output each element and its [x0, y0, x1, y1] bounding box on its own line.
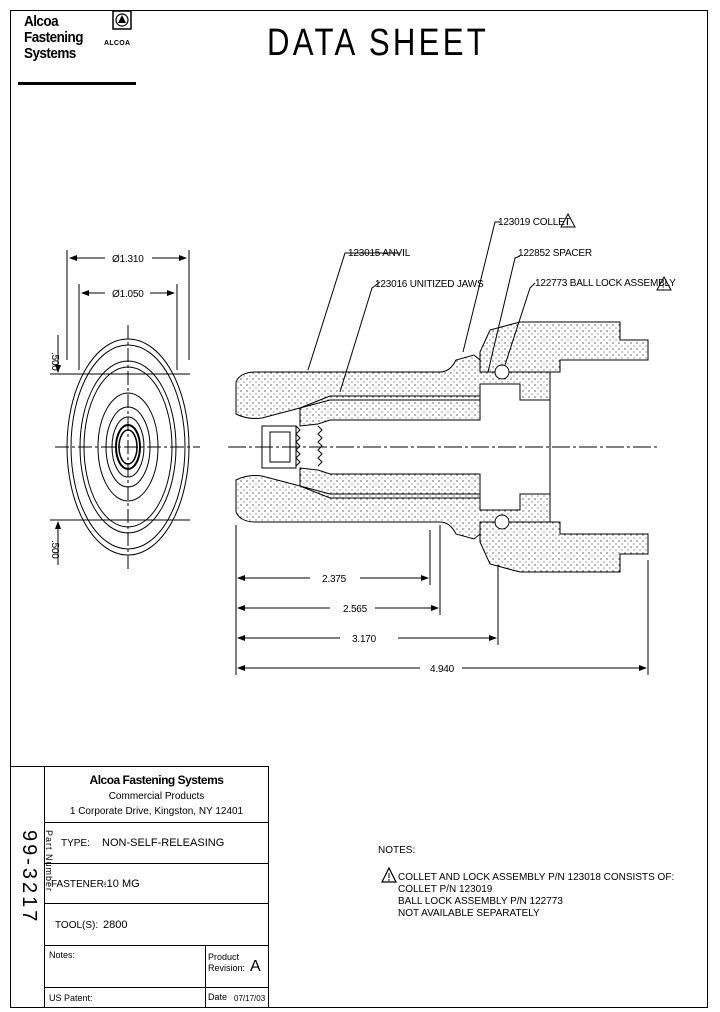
- notes-box: Notes:: [44, 945, 206, 988]
- warning-mark-2: !: [662, 283, 664, 292]
- logo-brand: ALCOA: [104, 40, 131, 47]
- tools-value: 2800: [103, 919, 128, 931]
- logo-line-3: Systems: [24, 45, 76, 62]
- notes-label: Notes:: [49, 950, 76, 960]
- revision-label-line-1: Product: [208, 952, 240, 962]
- warning-icon: [560, 212, 672, 291]
- dim-length-3: 3.170: [352, 634, 377, 645]
- tools-row: TOOL(S): 2800: [44, 903, 269, 946]
- part-number-block: Part Number 99-3217: [14, 830, 54, 960]
- dim-length-4: 4.940: [430, 664, 455, 675]
- company-box: Alcoa Fastening Systems Commercial Produ…: [44, 766, 269, 823]
- address: 1 Corporate Drive, Kingston, NY 12401: [69, 806, 244, 817]
- date-label: Date: [208, 992, 228, 1002]
- alcoa-logo-icon: [112, 10, 132, 30]
- page-title: DATA SHEET: [267, 22, 490, 64]
- callout-jaws: 123016 UNITIZED JAWS: [375, 279, 484, 290]
- callout-anvil: 123015 ANVIL: [348, 248, 411, 259]
- note-line-4: NOT AVAILABLE SEPARATELY: [398, 908, 540, 919]
- note-line-1: COLLET AND LOCK ASSEMBLY P/N 123018 CONS…: [398, 872, 675, 883]
- fastener-label: FASTENER:: [51, 879, 107, 890]
- revision-label-line-2: Revision:: [208, 963, 246, 973]
- fastener-value: -10 MG: [103, 878, 140, 890]
- logo-line-1: Alcoa: [24, 13, 59, 30]
- patent-box: US Patent:: [44, 987, 206, 1008]
- note-line-3: BALL LOCK ASSEMBLY P/N 122773: [398, 896, 563, 907]
- date-value: 07/17/03: [234, 994, 266, 1003]
- dim-length-2: 2.565: [343, 604, 368, 615]
- logo-rule: [18, 82, 136, 85]
- notes-heading: NOTES:: [378, 845, 416, 856]
- callout-collet: 123019 COLLET: [498, 217, 571, 228]
- fastener-row: FASTENER: -10 MG: [44, 863, 269, 904]
- dim-top-vertical: .500: [49, 352, 60, 371]
- section-view: [228, 321, 660, 573]
- dim-inner-diameter: Ø1.050: [112, 289, 144, 300]
- technical-drawing: Ø1.310 Ø1.050 .500 .500: [49, 212, 676, 675]
- type-label: TYPE:: [61, 838, 90, 849]
- revision-label: Product Revision:: [208, 952, 245, 974]
- tools-label: TOOL(S):: [55, 920, 99, 931]
- sheet-border: [10, 10, 708, 1008]
- type-value: NON-SELF-RELEASING: [102, 837, 225, 849]
- revision-box: Product Revision: A: [205, 945, 269, 988]
- company-name: Alcoa Fastening Systems: [89, 773, 224, 787]
- callout-ball-lock: 122773 BALL LOCK ASSEMBLY: [535, 278, 676, 289]
- dim-outer-diameter: Ø1.310: [112, 254, 144, 265]
- callout-spacer: 122852 SPACER: [518, 248, 592, 259]
- part-number: 99-3217: [18, 830, 40, 925]
- note-line-2: COLLET P/N 123019: [398, 884, 493, 895]
- division: Commercial Products: [108, 791, 205, 802]
- dim-bottom-vertical: .500: [49, 540, 60, 559]
- us-patent-label: US Patent:: [49, 993, 93, 1003]
- warning-mark-1: !: [566, 220, 568, 229]
- end-view: [50, 250, 200, 570]
- company-logo-text: Alcoa Fastening Systems: [24, 14, 83, 62]
- warning-icon: [381, 866, 397, 883]
- date-box: Date 07/17/03: [205, 987, 269, 1008]
- type-row: TYPE: NON-SELF-RELEASING: [44, 822, 269, 864]
- logo-line-2: Fastening: [24, 29, 83, 46]
- dim-length-1: 2.375: [322, 574, 347, 585]
- product-revision: A: [250, 958, 261, 975]
